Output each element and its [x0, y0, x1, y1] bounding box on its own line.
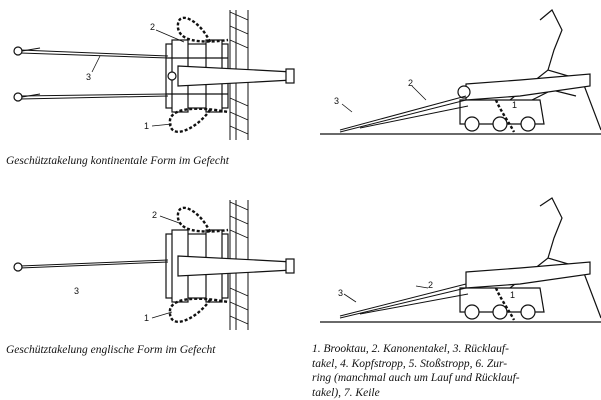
label-1: 1: [144, 121, 149, 131]
caption-continental: Geschütztakelung kontinentale Form im Ge…: [6, 155, 229, 167]
breeching-rope: [168, 16, 229, 133]
recoil-tackle-lines: [19, 47, 169, 100]
parts-legend: 1. Brooktau, 2. Kanonentakel, 3. Rücklau…: [312, 342, 520, 400]
label-3: 3: [334, 96, 339, 106]
leader-2: [155, 29, 185, 43]
label-2: 2: [152, 210, 157, 220]
recoil-tackle-lines: [19, 259, 169, 269]
label-3: 3: [86, 72, 91, 82]
caption-english: Geschütztakelung englische Form im Gefec…: [6, 344, 216, 356]
label-2: 2: [428, 280, 433, 290]
tackle-hook: [13, 262, 23, 272]
cannon-barrel: [177, 255, 295, 277]
gun-carriage-side: [459, 287, 545, 320]
legend-line: takel, 4. Kopfstropp, 5. Stoßstropp, 6. …: [312, 357, 508, 370]
figure-continental-top-view: 2 3 1: [13, 10, 295, 140]
cannon-barrel-side: [465, 261, 591, 289]
label-1: 1: [510, 290, 515, 300]
label-1: 1: [512, 100, 517, 110]
legend-line: takel), 7. Keile: [312, 386, 380, 399]
legend-line: ring (manchmal auch um Lauf und Rücklauf…: [312, 372, 520, 384]
figure-english-top-view: 2 3 1: [13, 200, 295, 330]
cannon-barrel-side: [457, 73, 591, 101]
tackle-hooks: [13, 46, 23, 102]
gun-carriage-side: [459, 99, 545, 132]
figure-side-view-bottom: 2 3 1: [320, 197, 601, 323]
cannon-barrel: [167, 65, 295, 87]
leader-2: [159, 215, 183, 225]
recoil-tackle-side: [339, 95, 469, 133]
legend-line: 1. Brooktau, 2. Kanonentakel, 3. Rücklau…: [312, 343, 509, 355]
label-2: 2: [150, 22, 155, 32]
label-2: 2: [408, 78, 413, 88]
recoil-tackle-side: [339, 283, 469, 319]
leader-1: [151, 123, 173, 127]
leader-1: [151, 311, 173, 319]
figure-side-view-top: 2 3 1: [320, 9, 601, 135]
label-1: 1: [144, 313, 149, 323]
label-3: 3: [338, 288, 343, 298]
leader-3: [91, 55, 101, 73]
label-3: 3: [74, 286, 79, 296]
breeching-rope: [168, 206, 229, 323]
